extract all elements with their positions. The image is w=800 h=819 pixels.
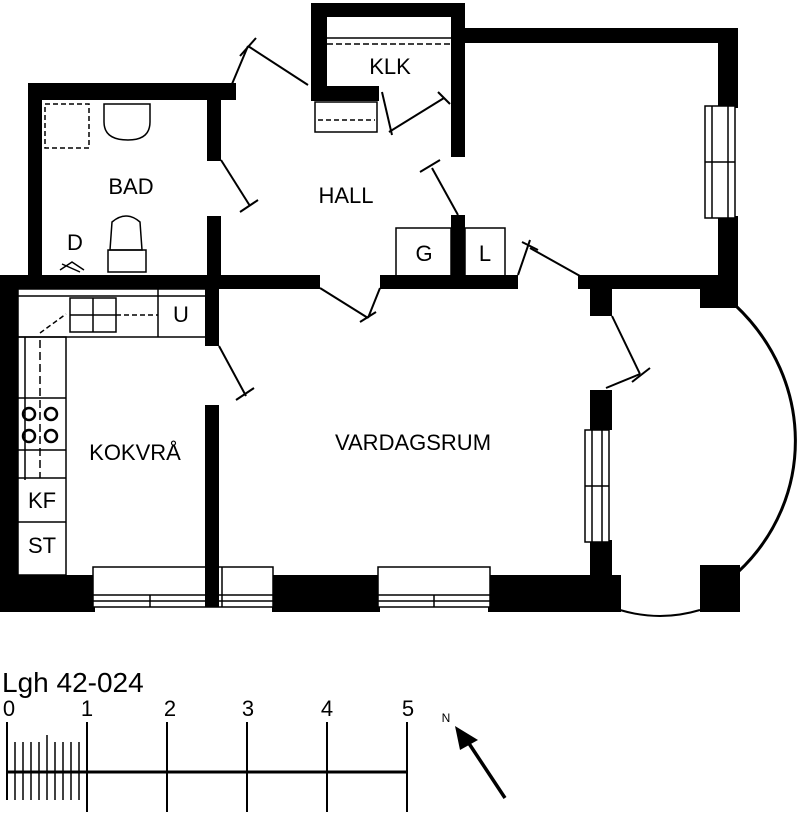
fixture-label-kf: KF bbox=[28, 488, 56, 513]
apartment-title: Lgh 42-024 bbox=[2, 667, 144, 698]
closet-l bbox=[464, 227, 506, 277]
room-label-bad: BAD bbox=[108, 174, 153, 199]
scale-tick-4: 4 bbox=[321, 696, 333, 721]
dryer-symbol bbox=[59, 261, 85, 273]
scale-tick-0: 0 bbox=[3, 696, 15, 721]
kitchen-counter-side bbox=[17, 336, 67, 576]
room-label-klk: KLK bbox=[369, 54, 411, 79]
balcony bbox=[619, 303, 797, 617]
windows bbox=[92, 105, 736, 608]
divider-post bbox=[205, 567, 219, 607]
fixture-label-u: U bbox=[173, 302, 189, 327]
north-label: N bbox=[442, 711, 451, 725]
doors bbox=[218, 37, 651, 401]
fixture-label-st: ST bbox=[28, 533, 56, 558]
scale-tick-1: 1 bbox=[81, 696, 93, 721]
hall-wardrobe bbox=[314, 101, 378, 133]
stove bbox=[21, 406, 59, 444]
room-label-hall: HALL bbox=[318, 183, 373, 208]
room-label-vardagsrum: VARDAGSRUM bbox=[335, 430, 491, 455]
basin-outline bbox=[44, 103, 90, 149]
toilet bbox=[109, 215, 143, 251]
scale-tick-5: 5 bbox=[402, 696, 414, 721]
closet-g bbox=[395, 227, 452, 277]
scale-tick-3: 3 bbox=[242, 696, 254, 721]
kitchen-counter-top bbox=[17, 288, 209, 338]
north-arrow-icon bbox=[455, 726, 507, 799]
shower-tray bbox=[103, 103, 151, 141]
fixtures bbox=[17, 37, 506, 576]
room-label-kokvra: KOKVRÅ bbox=[89, 440, 181, 465]
scale-bar bbox=[6, 722, 408, 812]
walls bbox=[0, 3, 740, 612]
fixture-label-d: D bbox=[67, 230, 83, 255]
scale-tick-2: 2 bbox=[164, 696, 176, 721]
fixture-label-g: G bbox=[415, 241, 432, 266]
fixture-label-l: L bbox=[479, 241, 491, 266]
